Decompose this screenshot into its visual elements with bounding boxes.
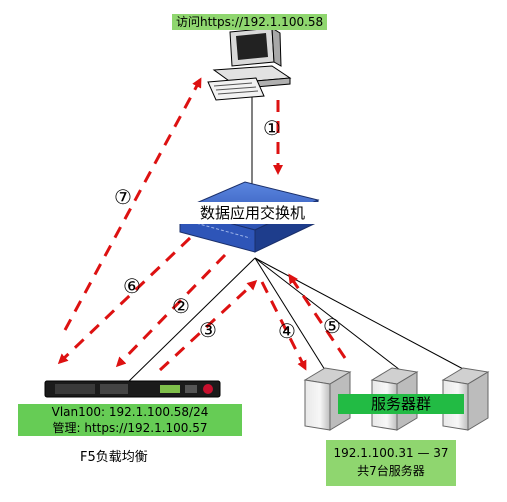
- link-switch-server-2: [254, 257, 401, 371]
- flow-arrow-4: [260, 281, 307, 371]
- step-4: ④: [278, 319, 296, 343]
- flow-arrows: [57, 77, 347, 372]
- flow-arrow-3: [158, 279, 258, 372]
- server-group-label: 服务器群: [338, 394, 464, 414]
- step-5: ⑤: [323, 314, 341, 338]
- link-switch-server-1: [254, 257, 326, 371]
- f5-name-label: F5负载均衡: [80, 450, 148, 465]
- link-switch-server-3: [254, 257, 466, 371]
- step-1: ①: [263, 116, 281, 140]
- flow-arrow-6: [57, 236, 192, 365]
- pc-access-label: 访问https://192.1.100.58: [172, 14, 328, 30]
- flow-arrow-7: [63, 77, 202, 331]
- f5-vlan-label: Vlan100: 192.1.100.58/24: [18, 404, 242, 420]
- server-ip-range: 192.1.100.31 — 37: [333, 446, 449, 460]
- f5-appliance: [44, 380, 221, 398]
- flow-arrow-2: [115, 253, 227, 368]
- step-6: ⑥: [123, 274, 141, 298]
- step-2: ②: [172, 294, 190, 318]
- f5-mgmt-label: 管理: https://192.1.100.57: [18, 420, 242, 436]
- step-3: ③: [199, 318, 217, 342]
- switch-label: 数据应用交换机: [175, 202, 330, 224]
- client-pc: [207, 27, 292, 101]
- flow-arrow-5: [288, 273, 347, 359]
- link-switch-f5: [124, 257, 256, 386]
- server-count: 共7台服务器: [357, 464, 425, 478]
- server-info-box: 192.1.100.31 — 37 共7台服务器: [326, 440, 456, 486]
- step-7: ⑦: [114, 185, 132, 209]
